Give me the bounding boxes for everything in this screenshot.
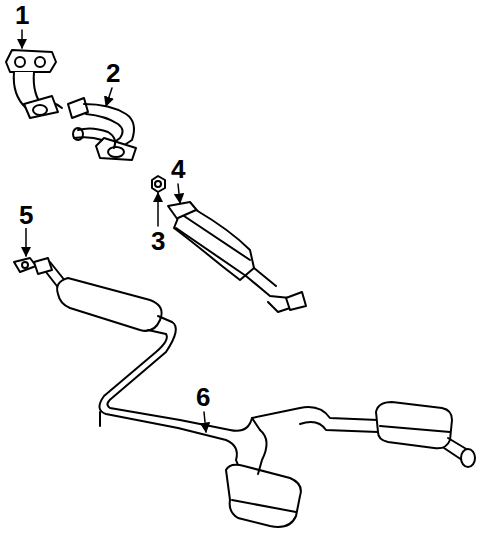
flange-gasket	[14, 258, 36, 272]
muffler-pipe-assembly	[34, 258, 475, 527]
callout-number: 4	[170, 156, 186, 182]
callout-number: 6	[195, 384, 211, 410]
callout-number: 5	[18, 202, 34, 228]
callout-number: 3	[150, 228, 166, 254]
front-pipe	[68, 98, 136, 160]
catalytic-converter	[168, 202, 306, 312]
callout-number: 2	[105, 60, 121, 86]
manifold-pipe	[6, 50, 62, 118]
gasket-nut	[152, 176, 165, 192]
callout-number: 1	[14, 2, 30, 28]
